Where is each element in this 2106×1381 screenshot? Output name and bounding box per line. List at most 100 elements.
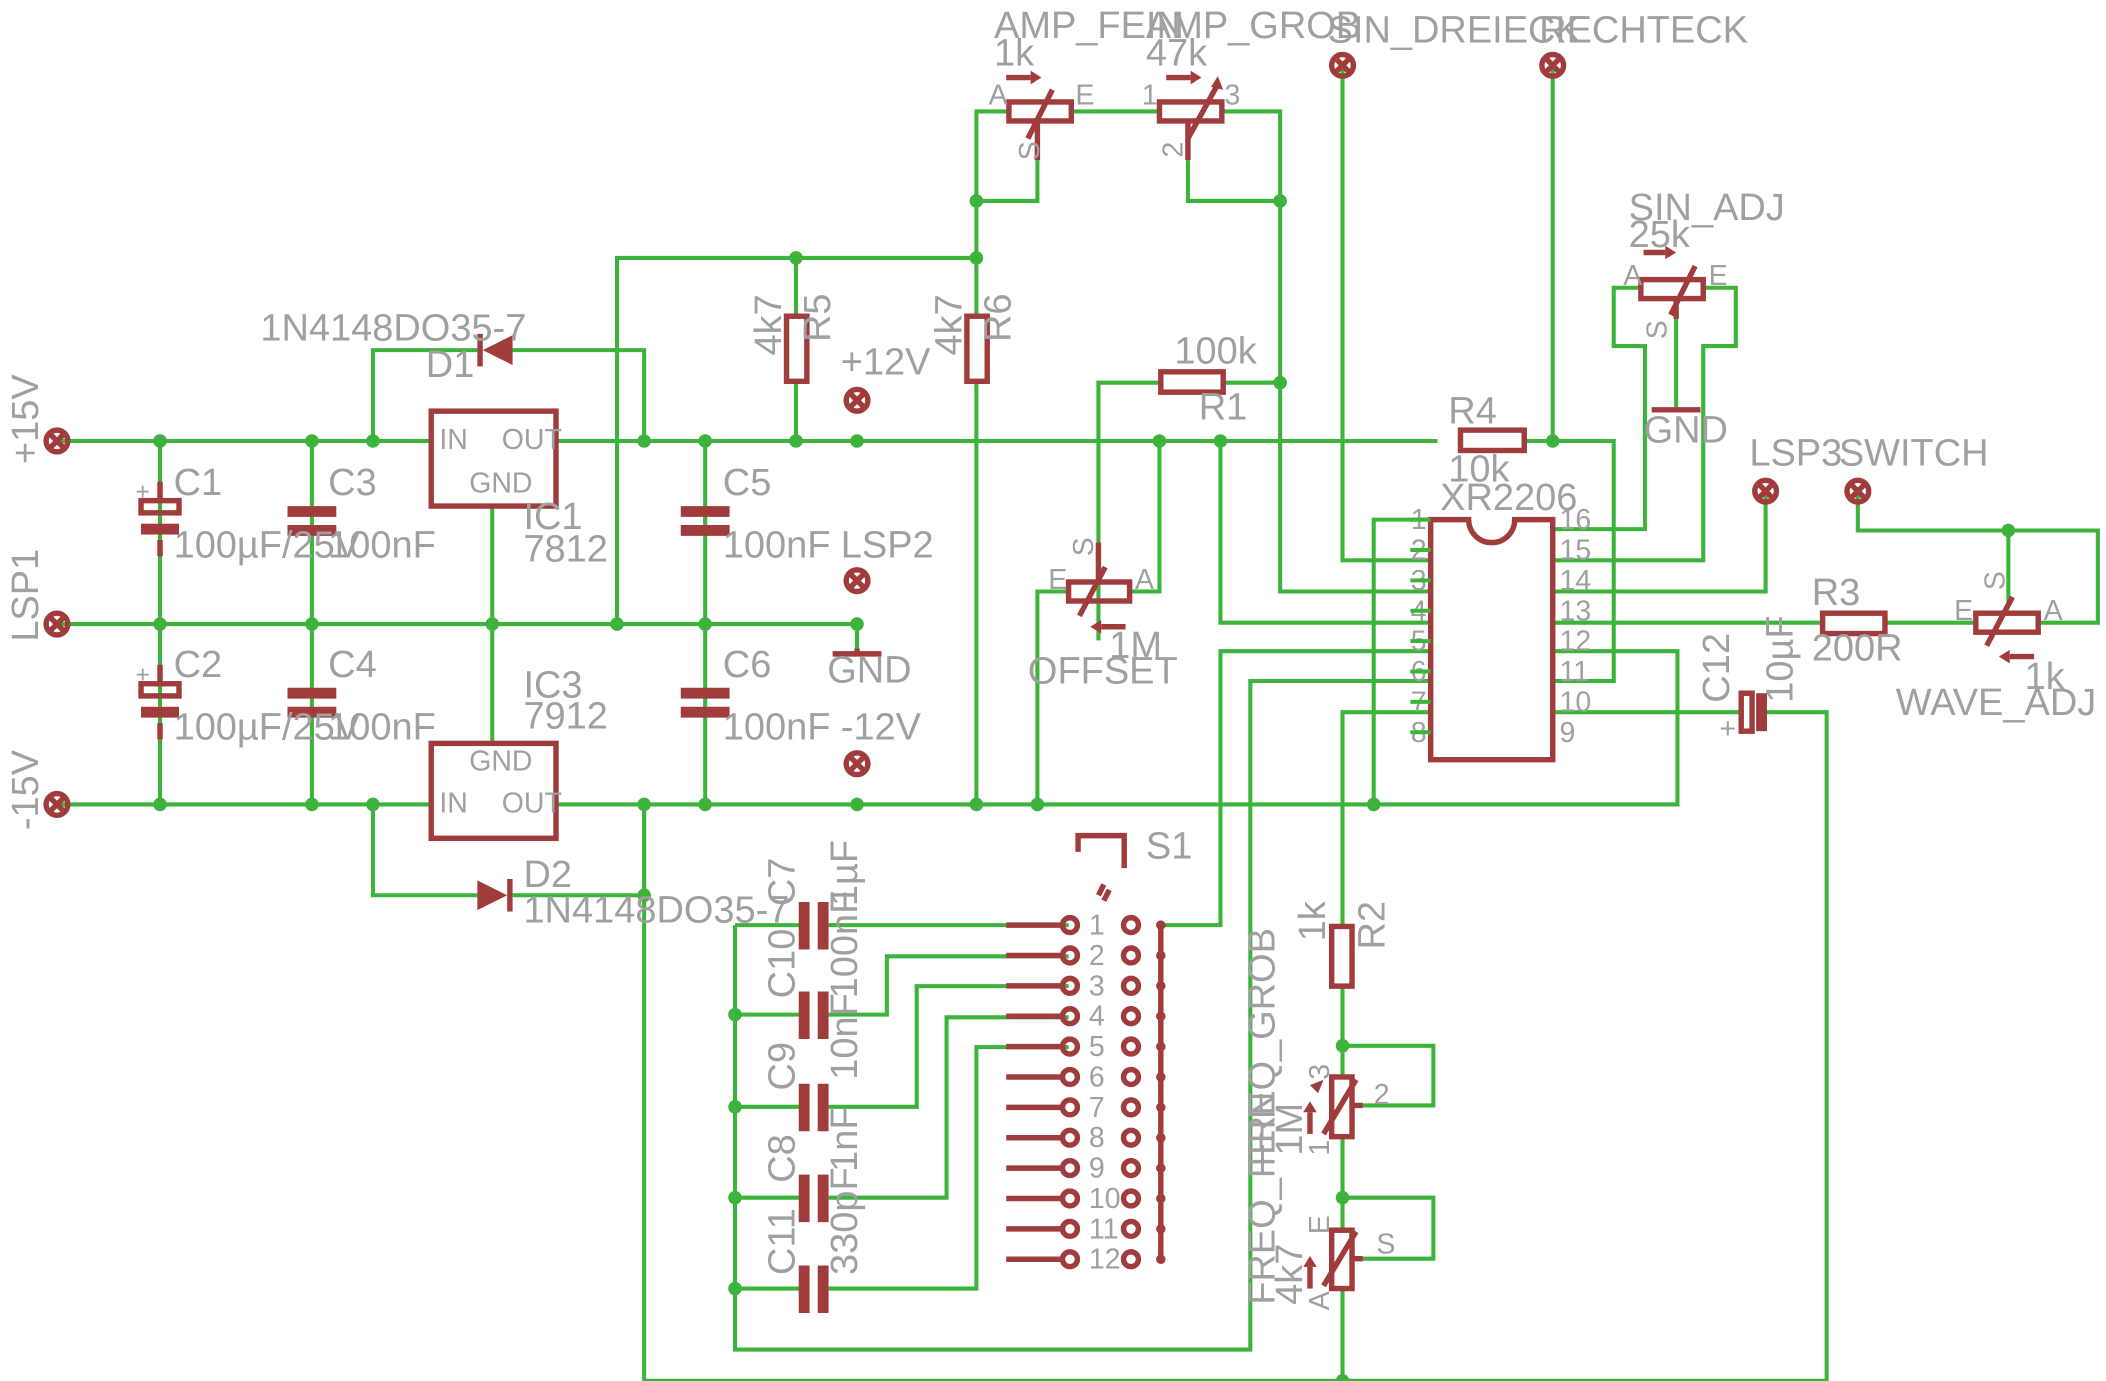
amp-grob-pin-2: 2 xyxy=(1158,142,1190,158)
amp-grob-pin-1: 1 xyxy=(1142,80,1158,112)
ic-xr2206 xyxy=(1427,516,1556,763)
capacitor-c5 xyxy=(680,506,730,536)
wave-adj-pin-a: A xyxy=(2044,595,2063,627)
switch-contact xyxy=(1059,975,1081,997)
c5-name: C5 xyxy=(723,462,772,504)
c12-value: 10µF xyxy=(1760,615,1802,702)
switch-common-contact xyxy=(1120,975,1142,997)
s1-name: S1 xyxy=(1146,826,1192,868)
switch-common-contact xyxy=(1120,945,1142,966)
switch-contact xyxy=(1059,914,1081,936)
sin-adj-name: SIN_ADJ xyxy=(1629,187,1785,229)
c3-value: 100nF xyxy=(328,525,436,567)
connector-pad xyxy=(43,610,71,638)
ic-pin-label: 11 xyxy=(1559,656,1589,688)
r1-name: R1 xyxy=(1199,386,1248,428)
ic3-pin-gnd: GND xyxy=(469,746,532,778)
ground-symbol xyxy=(1651,407,1701,413)
offset-pin-s: S xyxy=(1068,537,1100,556)
switch-contact xyxy=(1059,1006,1081,1027)
sin-adj-pin-e: E xyxy=(1709,260,1728,292)
switch-pin-label: 3 xyxy=(1089,970,1105,1002)
switch-contact xyxy=(1059,1157,1081,1179)
pot-amp-grob xyxy=(1156,70,1225,161)
amp-fein-pin-a: A xyxy=(989,80,1008,112)
c9-name: C9 xyxy=(762,1042,804,1091)
capacitor-c12 xyxy=(1738,690,1767,734)
connector-label-switch: SWITCH xyxy=(1839,432,1989,474)
ic1-pin-gnd: GND xyxy=(469,468,532,500)
pot-sin-adj xyxy=(1638,245,1706,319)
capacitor-c7 xyxy=(798,902,829,950)
switch-common-contact xyxy=(1120,1218,1142,1240)
r4-name: R4 xyxy=(1448,390,1497,432)
r3-value: 200R xyxy=(1812,628,1903,670)
pot-freq-grob xyxy=(1303,1074,1363,1140)
junctions xyxy=(153,194,2016,1381)
capacitor-c10 xyxy=(798,991,829,1040)
ic-pin-label: 12 xyxy=(1559,626,1591,658)
freq-grob-name: FREQ_GROB xyxy=(1242,928,1284,1166)
ic1-pin-out: OUT xyxy=(502,424,562,456)
offset-pin-e: E xyxy=(1048,564,1067,596)
switch-contact xyxy=(1059,1218,1081,1240)
r5-name: R5 xyxy=(797,293,839,342)
capacitor-c4 xyxy=(287,687,337,718)
switch-pin-label: 6 xyxy=(1089,1061,1105,1093)
switch-contact xyxy=(1059,1127,1081,1148)
resistor-r5 xyxy=(783,313,810,385)
connector-pad xyxy=(1539,51,1567,79)
resistor-r6 xyxy=(964,313,990,385)
c4-value: 100nF xyxy=(328,706,436,748)
freq-grob-pin-3: 3 xyxy=(1304,1064,1336,1080)
connector-label-lsp1: LSP1 xyxy=(5,549,47,642)
c11-value: 330pF xyxy=(824,1167,866,1275)
ic3-pin-in: IN xyxy=(439,788,467,820)
freq-fein-pin-a: A xyxy=(1304,1291,1336,1310)
c1-value: 100µF/25V xyxy=(174,525,361,567)
offset-name: OFFSET xyxy=(1028,651,1178,693)
c7-value: 1µF xyxy=(824,840,866,906)
switch-contact xyxy=(1059,1249,1081,1270)
c9-value: 10nF xyxy=(824,993,866,1080)
amp-fein-value: 1k xyxy=(994,32,1035,74)
wave-adj-pin-e: E xyxy=(1954,595,1973,627)
capacitor-c8 xyxy=(798,1174,829,1223)
switch-common-contact xyxy=(1120,1097,1142,1118)
c4-name: C4 xyxy=(328,644,377,686)
amp-fein-name: AMP_FEIN xyxy=(994,5,1184,47)
sin-adj-pin-a: A xyxy=(1623,260,1642,292)
switch-common-contact xyxy=(1120,1188,1142,1209)
c6-name: C6 xyxy=(723,644,772,686)
connector-pad xyxy=(43,427,71,455)
connector-label-rect: RECHTECK xyxy=(1539,9,1748,51)
switch-pin-label: 7 xyxy=(1089,1092,1105,1124)
switch-common-contact xyxy=(1120,1157,1142,1179)
connector-label-m15: -15V xyxy=(5,749,47,830)
xr2206-name: XR2206 xyxy=(1440,477,1577,519)
ic-pin-label: 16 xyxy=(1559,504,1591,536)
c7-name: C7 xyxy=(762,858,804,907)
ic1-pin-in: IN xyxy=(439,424,467,456)
switch-contact xyxy=(1059,1036,1081,1057)
resistor-r4 xyxy=(1457,427,1527,454)
connector-pad xyxy=(843,567,871,595)
ic-pin-label: 9 xyxy=(1559,717,1575,749)
ic1-name: IC1 xyxy=(523,496,582,538)
switch-contact xyxy=(1059,1188,1081,1209)
resistor-r3 xyxy=(1819,610,1888,637)
switch-pin-label: 2 xyxy=(1089,940,1105,972)
capacitor-c2: + xyxy=(136,661,182,740)
r4-value: 10k xyxy=(1448,449,1510,491)
freq-fein-name: FREQ_FEIN xyxy=(1242,1092,1284,1305)
amp-grob-name: AMP_GROB xyxy=(1146,5,1361,47)
capacitor-c6 xyxy=(680,687,730,718)
connector-pads xyxy=(43,51,1872,818)
connector-label-lsp2: LSP2 xyxy=(841,525,934,567)
capacitor-c3 xyxy=(287,506,337,536)
resistor-r1 xyxy=(1158,369,1226,395)
c2-name: C2 xyxy=(174,644,223,686)
